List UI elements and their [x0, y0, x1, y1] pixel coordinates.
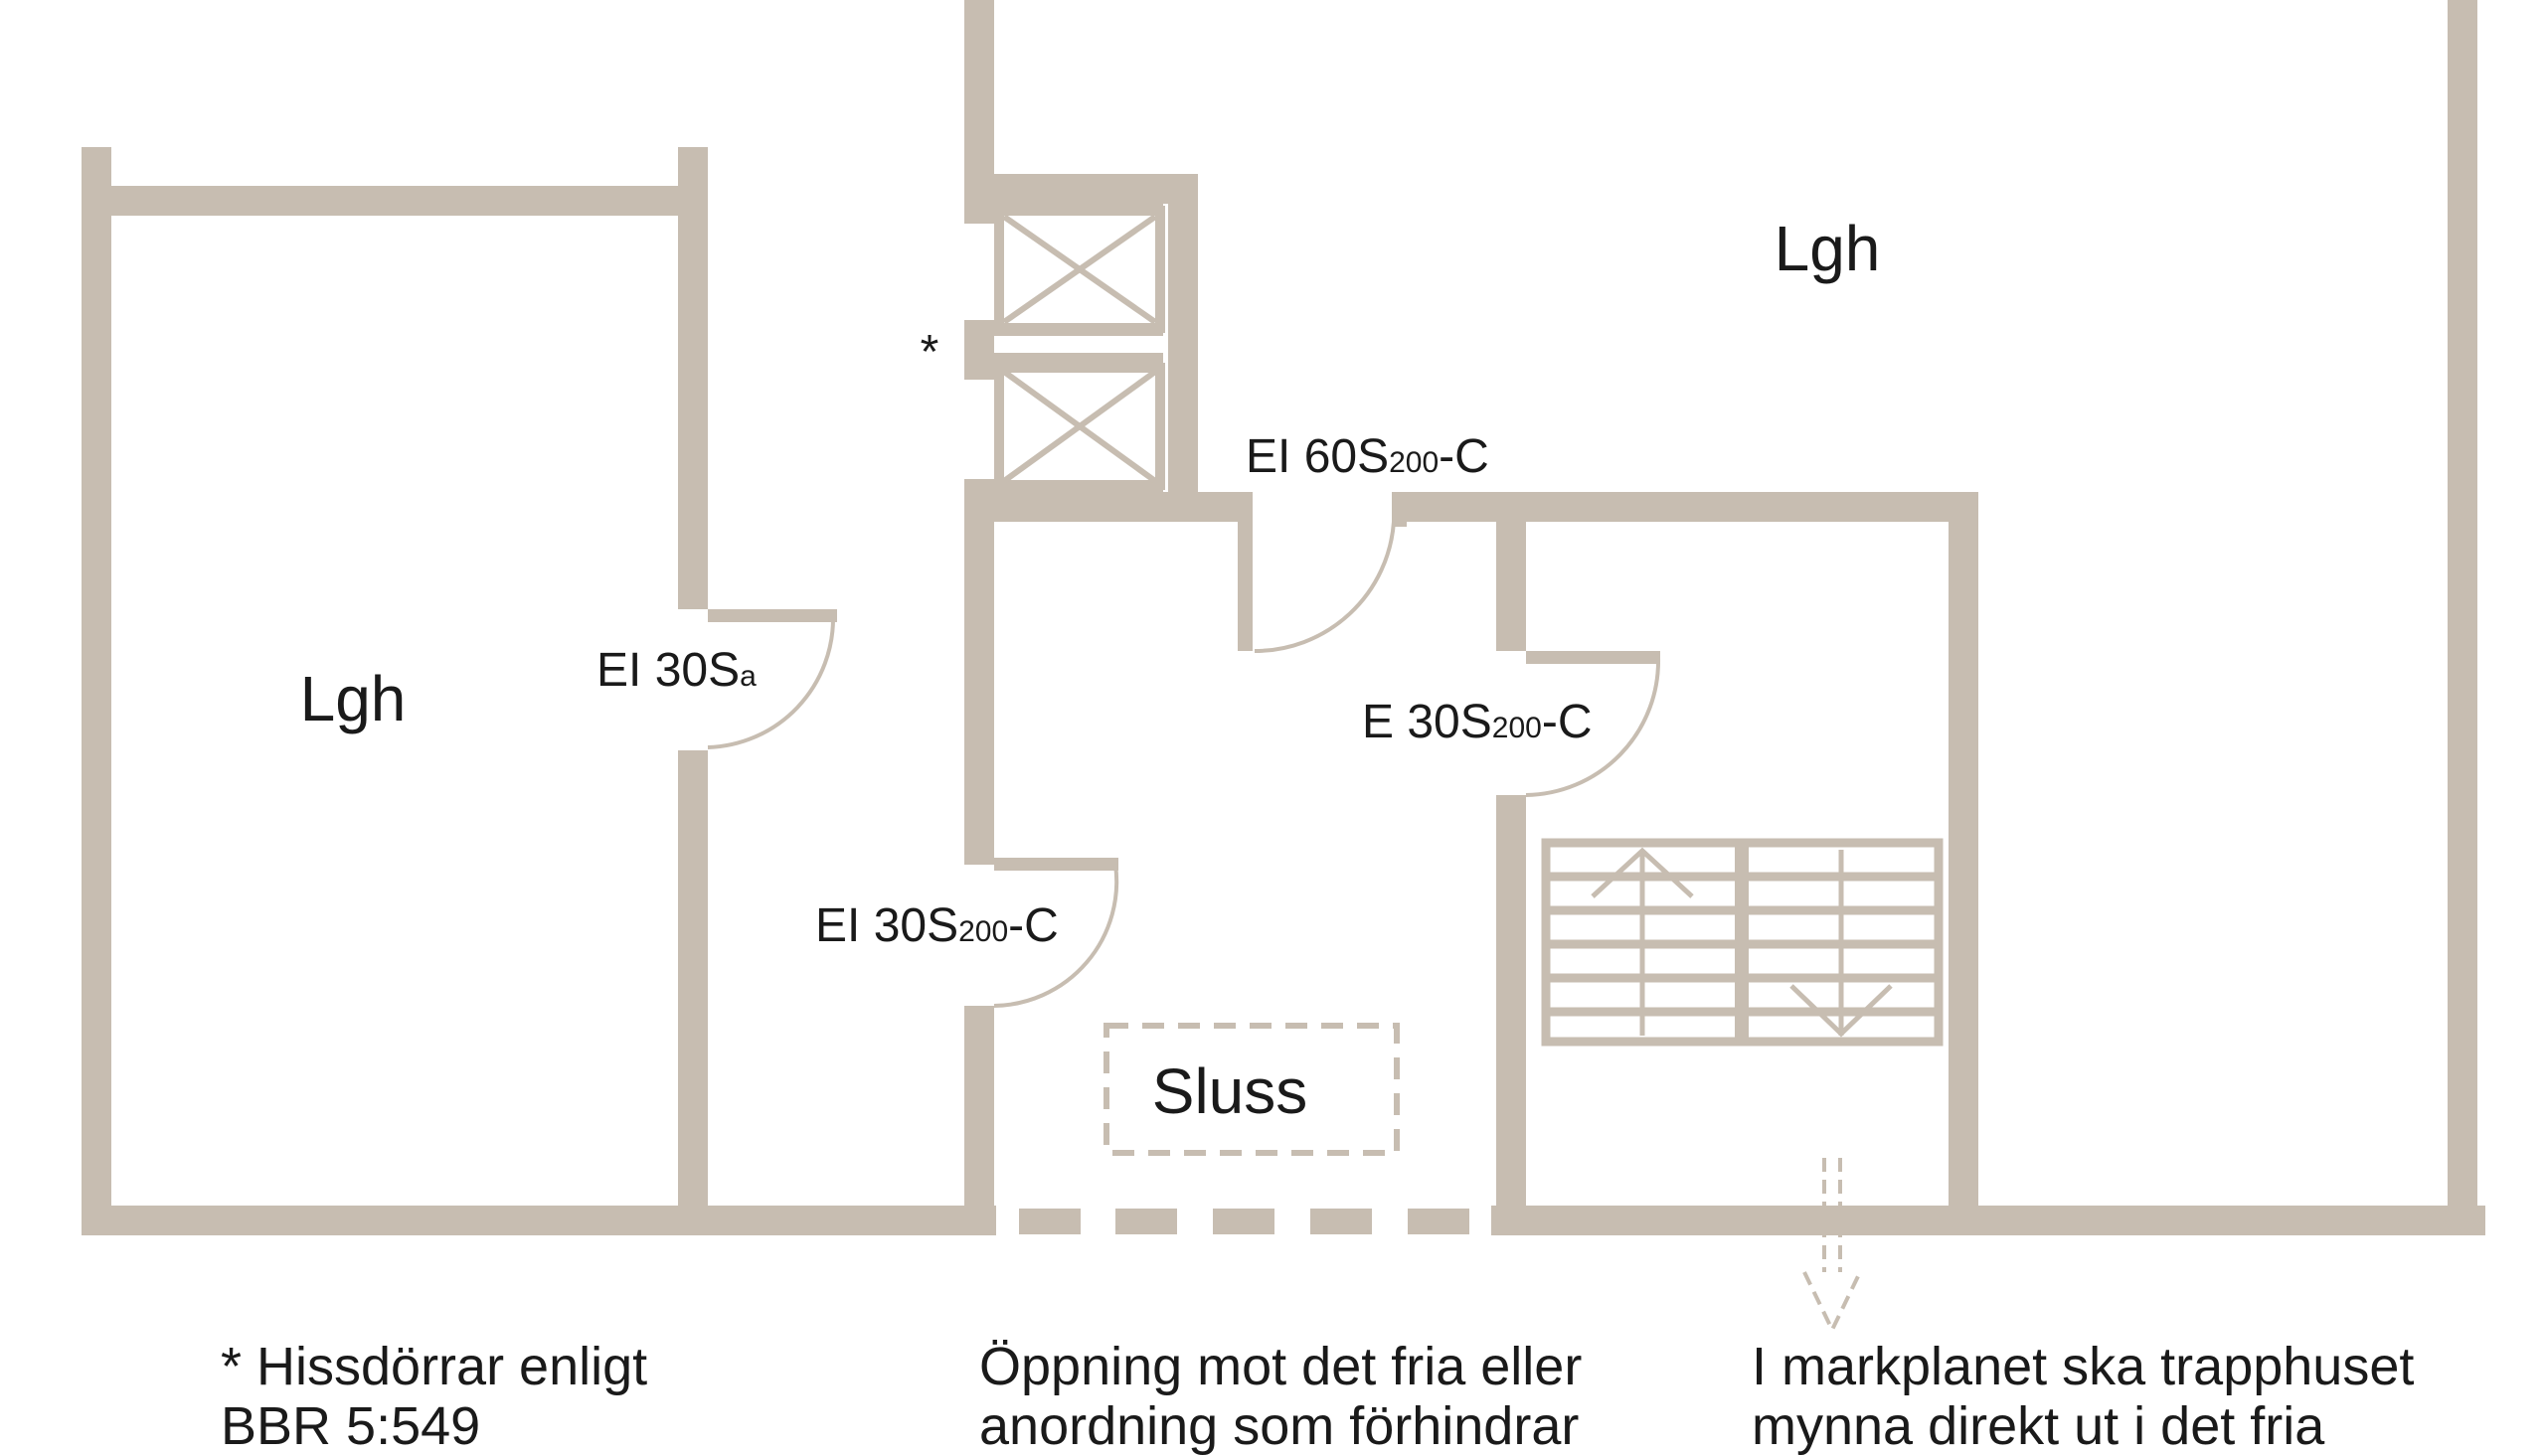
open-edge-dash	[1408, 1209, 1469, 1234]
walls	[82, 0, 2485, 1235]
open-edge-dash	[1213, 1209, 1274, 1234]
stairwell-right-wall	[1949, 492, 1978, 1235]
stairwell-door-swing	[1525, 657, 1661, 797]
elevator-icon	[994, 204, 1165, 336]
lobby-top-wall-right	[1392, 492, 1968, 522]
core-left-wall-mid	[964, 320, 994, 380]
left-apartment-right-wall-upper	[678, 147, 708, 609]
sluss-door-swing	[993, 864, 1119, 1008]
left-apartment-door-label: EI 30Sa	[596, 644, 757, 697]
left-door-stub	[708, 609, 837, 622]
sluss-area	[1103, 1023, 1400, 1156]
elevator-lobby-door-swing	[1254, 521, 1396, 654]
left-apartment-top-wall	[82, 186, 708, 216]
opening-note: Öppning mot det fria eller anordning som…	[979, 1337, 1582, 1456]
stair-up-arrow-icon	[1591, 847, 1694, 898]
left-apartment-door-swing	[707, 615, 836, 749]
ground-floor-note: I markplanet ska trapphuset mynna direkt…	[1752, 1337, 2414, 1456]
open-edge-dash	[1115, 1209, 1177, 1234]
left-apartment-left-wall	[82, 147, 111, 1235]
elevator-note: * Hissdörrar enligt BBR 5:549	[221, 1337, 647, 1456]
sluss-door-stub	[994, 858, 1118, 871]
door-swings	[707, 521, 1661, 1008]
opening-note-line2: anordning som förhindrar	[979, 1396, 1580, 1456]
stair-down-arrow-icon	[1789, 984, 1893, 1038]
staircase	[1541, 838, 1944, 1047]
core-left-wall-lower	[964, 479, 994, 865]
right-apartment-right-wall	[2448, 0, 2477, 1235]
ground-floor-note-line1: I markplanet ska trapphuset	[1752, 1337, 2415, 1396]
elevator-icon	[994, 353, 1165, 497]
right-apartment-label: Lgh	[1775, 213, 1881, 284]
elevator-note-line1: * Hissdörrar enligt	[221, 1337, 648, 1396]
bottom-wall-left	[82, 1206, 996, 1235]
stairwell-door-stub	[1526, 651, 1660, 664]
stairwell-left-wall-bottom	[1496, 795, 1526, 1235]
ground-floor-note-line2: mynna direkt ut i det fria	[1752, 1396, 2325, 1456]
core-left-wall-bottom	[964, 1006, 994, 1235]
opening-note-line1: Öppning mot det fria eller	[979, 1337, 1583, 1396]
open-edge-dash	[1019, 1209, 1081, 1234]
left-apartment-label: Lgh	[300, 663, 407, 734]
sluss-door-label: EI 30S200-C	[815, 899, 1059, 952]
elevator-note-line2: BBR 5:549	[221, 1396, 481, 1456]
open-edge-dash	[1310, 1209, 1372, 1234]
elevator-door-stub-right	[1392, 492, 1407, 527]
sluss-label: Sluss	[1152, 1055, 1308, 1127]
elevator-block-top	[964, 174, 1198, 204]
exit-arrow-icon	[1802, 1158, 1862, 1335]
bottom-wall-right	[1491, 1206, 2485, 1235]
left-apartment-right-wall-lower	[678, 750, 708, 1222]
elevator-lobby-door-label: EI 60S200-C	[1246, 430, 1489, 483]
elevator-asterisk: *	[921, 326, 939, 379]
elevator-block-right	[1168, 174, 1198, 517]
elevator-door-stub-left	[1238, 492, 1253, 651]
stairwell-left-wall-top	[1496, 492, 1526, 651]
stairwell-door-label: E 30S200-C	[1362, 696, 1592, 748]
